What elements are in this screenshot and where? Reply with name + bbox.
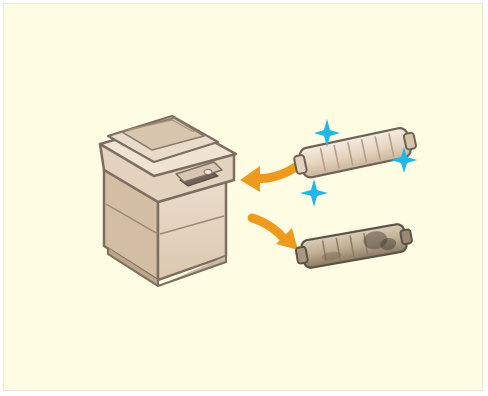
background — [4, 4, 483, 391]
printer-icon — [100, 116, 236, 286]
illustration-panel — [3, 3, 483, 391]
toner-replacement-illustration — [4, 4, 483, 391]
